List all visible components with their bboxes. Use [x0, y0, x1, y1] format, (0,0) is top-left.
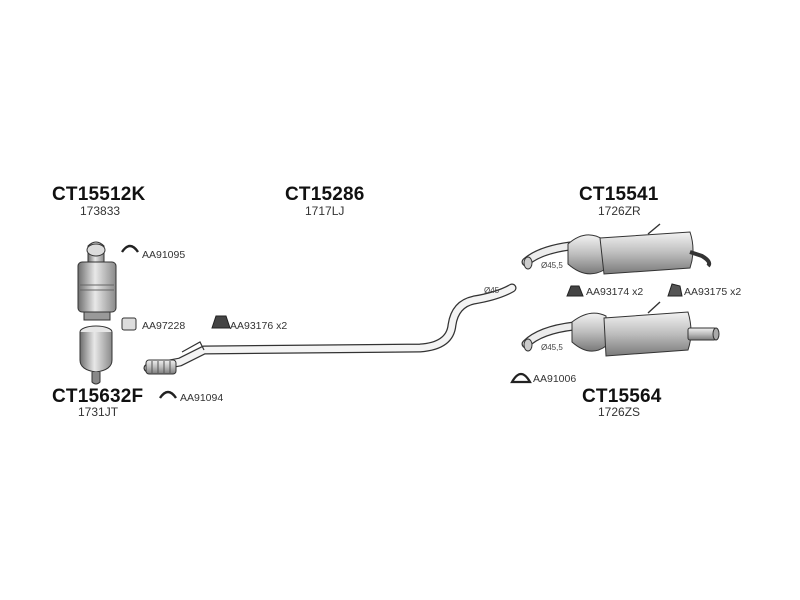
diameter-rear-upper-inlet: Ø45,5 [541, 261, 563, 270]
part-code-cat-upper: CT15512K [52, 184, 146, 205]
rubber-mount-icon [211, 315, 231, 329]
accessory-clamp-rear: AA91006 [533, 373, 577, 385]
accessory-gasket: AA97228 [142, 320, 186, 332]
gasket-icon [121, 317, 137, 331]
clamp-icon [510, 372, 532, 384]
part-ref-rear-lower: 1726ZS [598, 405, 641, 419]
accessory-clamp-bottom: AA91094 [180, 392, 224, 404]
mid-pipe-drawing [143, 283, 517, 375]
part-ref-mid-pipe: 1717LJ [305, 204, 345, 218]
part-code-cat-lower: CT15632F [52, 386, 144, 407]
rubber-mount-icon [667, 283, 683, 297]
accessory-rubber-mount-rear-a: AA93174 x2 [586, 286, 644, 298]
clamp-icon [121, 244, 139, 253]
part-code-mid-pipe: CT15286 [285, 184, 365, 205]
accessory-rubber-mount-rear-b: AA93175 x2 [684, 286, 742, 298]
diameter-pipe-end: Ø45 [484, 286, 500, 295]
part-ref-cat-upper: 173833 [80, 204, 121, 218]
accessory-rubber-mount-mid: AA93176 x2 [230, 320, 288, 332]
part-code-rear-upper: CT15541 [579, 184, 659, 205]
part-code-rear-lower: CT15564 [582, 386, 662, 407]
clamp-icon [159, 390, 177, 399]
part-ref-cat-lower: 1731JT [78, 405, 119, 419]
rubber-mount-icon [566, 285, 584, 297]
diameter-rear-lower-inlet: Ø45,5 [541, 343, 563, 352]
catalyst-upper-drawing [77, 241, 117, 321]
rear-lower-muffler-drawing [521, 301, 720, 357]
part-ref-rear-upper: 1726ZR [598, 204, 641, 218]
catalyst-lower-drawing [79, 325, 113, 385]
rear-upper-muffler-drawing [521, 223, 712, 275]
accessory-clamp-top: AA91095 [142, 249, 186, 261]
